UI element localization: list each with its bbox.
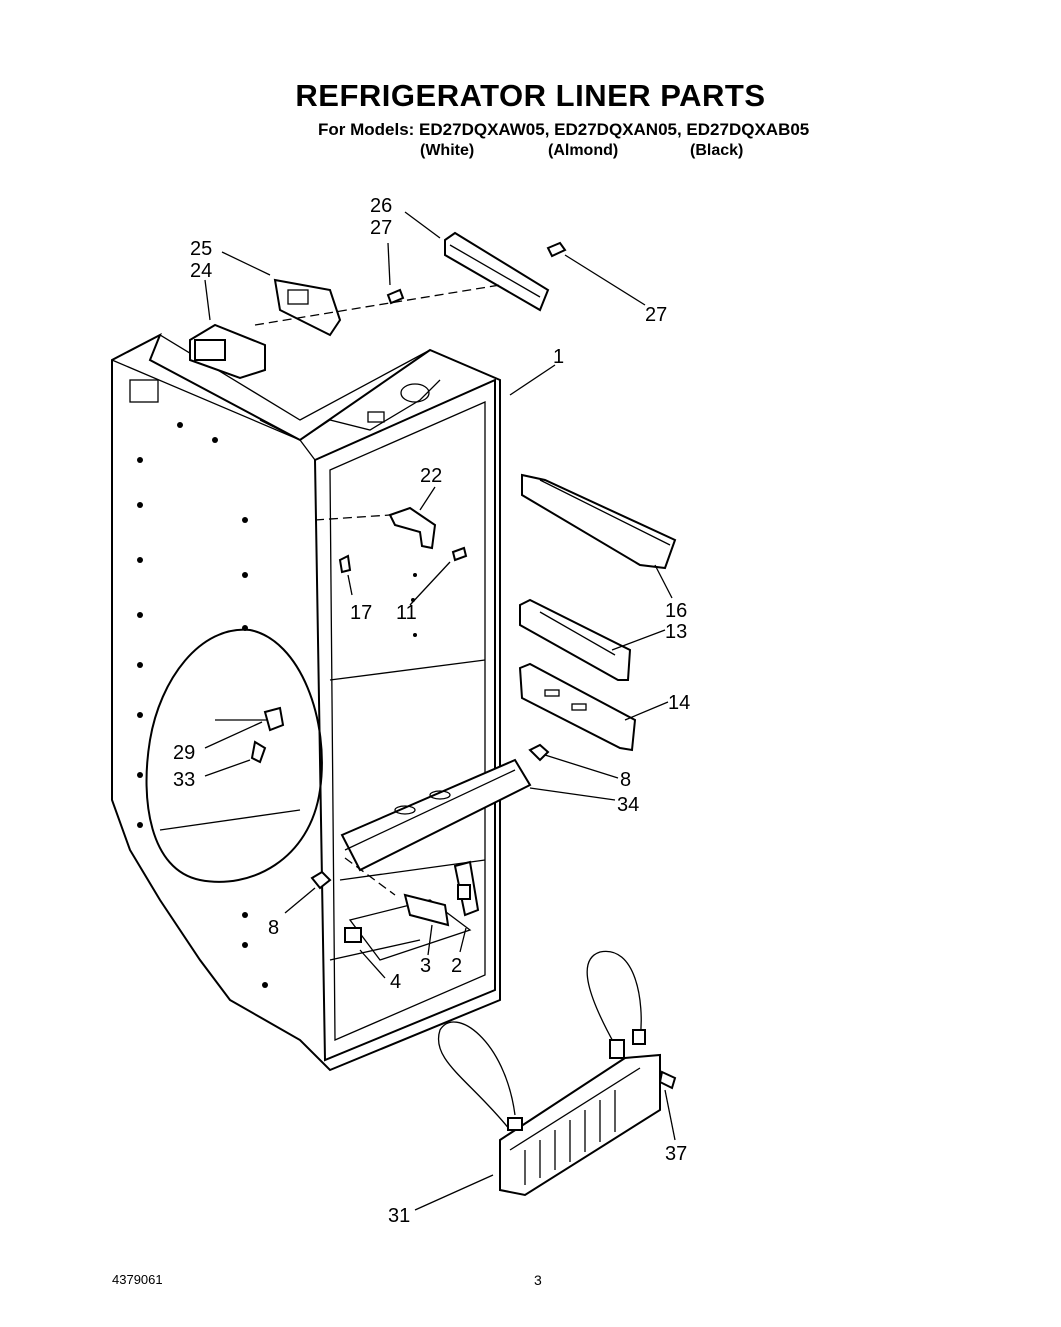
callout-11: 11 (396, 602, 417, 624)
light-housing (189, 278, 342, 380)
callout-26: 26 (370, 195, 392, 217)
screws (338, 241, 677, 1090)
lower-brackets (344, 860, 480, 943)
callout-27-top: 27 (370, 217, 392, 239)
drain-heater (437, 950, 661, 1197)
callout-29: 29 (173, 742, 195, 764)
callout-4: 4 (390, 971, 401, 993)
callout-34: 34 (617, 794, 639, 816)
leader-lines (204, 211, 676, 1211)
callout-17: 17 (350, 602, 372, 624)
shelf-rails (518, 473, 677, 752)
page-number: 3 (534, 1272, 542, 1288)
callout-3: 3 (420, 955, 431, 977)
callout-24: 24 (190, 260, 212, 282)
callout-8-right: 8 (620, 769, 631, 791)
connector-lines (254, 284, 501, 896)
callout-2: 2 (451, 955, 462, 977)
document-number: 4379061 (112, 1272, 163, 1287)
crisper-support (310, 743, 550, 890)
callout-31: 31 (388, 1205, 410, 1227)
callout-14: 14 (668, 692, 690, 714)
bracket-22 (388, 506, 437, 550)
liner-body (111, 332, 501, 1072)
variant-black: (Black) (690, 142, 744, 159)
variant-white: (White) (420, 142, 475, 159)
model-list: For Models: ED27DQXAW05, ED27DQXAN05, ED… (318, 120, 810, 139)
sensor-clip (215, 706, 285, 764)
callout-16: 16 (665, 600, 687, 622)
callout-1: 1 (553, 346, 564, 368)
callout-labels: 26 27 25 24 27 1 22 17 11 16 13 14 29 33… (173, 195, 690, 1227)
callout-27-right: 27 (645, 304, 667, 326)
variant-almond: (Almond) (548, 142, 619, 159)
callout-33: 33 (173, 769, 195, 791)
diagram-title: REFRIGERATOR LINER PARTS (295, 78, 766, 113)
callout-25: 25 (190, 238, 212, 260)
callout-13: 13 (665, 621, 687, 643)
callout-8-left: 8 (268, 917, 279, 939)
callout-22: 22 (420, 465, 442, 487)
callout-37: 37 (665, 1143, 687, 1165)
top-bracket (444, 231, 550, 312)
mounting-holes (137, 422, 417, 988)
